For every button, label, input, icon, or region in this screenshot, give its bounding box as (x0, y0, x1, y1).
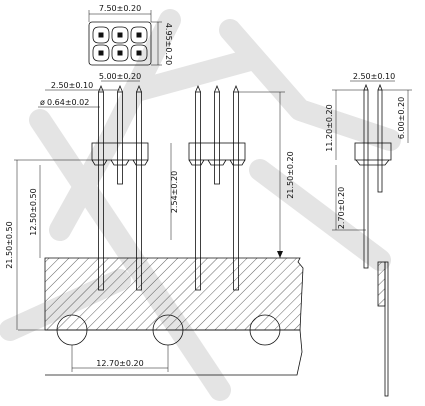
dim-pin-pitch: 2.50±0.10 (51, 81, 93, 90)
dim-side-pitch: 2.50±0.10 (353, 72, 395, 81)
side-tape (377, 261, 386, 307)
dim-side-tip: 6.00±0.20 (397, 97, 406, 139)
top-view: 7.50±0.20 4.95±0.20 (88, 4, 173, 66)
dim-left-total: 21.50±0.50 (5, 221, 14, 268)
dim-side-lower: 2.70±0.20 (337, 187, 346, 229)
top-view-pins (92, 26, 148, 62)
side-view: 2.50±0.10 11.20±0.20 6.00±0.20 2.70±0.20 (325, 72, 412, 397)
dim-pin-diameter: 0.64±0.02 (47, 98, 89, 107)
tape-hatched-area (44, 257, 304, 331)
dim-pin-offset: 2.54±0.20 (170, 171, 179, 213)
dim-side-upper: 11.20±0.20 (325, 104, 334, 151)
dim-pin-diameter-symbol: ø (40, 98, 45, 107)
dim-pin-full-length: 21.50±0.20 (286, 151, 295, 198)
side-plastic-body (354, 142, 392, 161)
dim-left-lower: 12.50±0.50 (29, 188, 38, 235)
watermark (0, 9, 401, 401)
tape-strip: 12.70±0.20 (18, 257, 304, 376)
dim-tail-length: 5.00±0.20 (99, 72, 141, 81)
dim-body-width: 7.50±0.20 (99, 4, 141, 13)
sprocket-hole (249, 314, 281, 346)
top-view-body (88, 21, 152, 66)
left-plastic-body (91, 142, 149, 161)
dim-hole-pitch: 12.70±0.20 (96, 359, 143, 368)
right-plastic-body (188, 142, 246, 161)
dim-body-height: 4.95±0.20 (164, 23, 173, 65)
front-view: 5.00±0.20 2.50±0.10 ø 0.64±0.02 (5, 72, 295, 330)
